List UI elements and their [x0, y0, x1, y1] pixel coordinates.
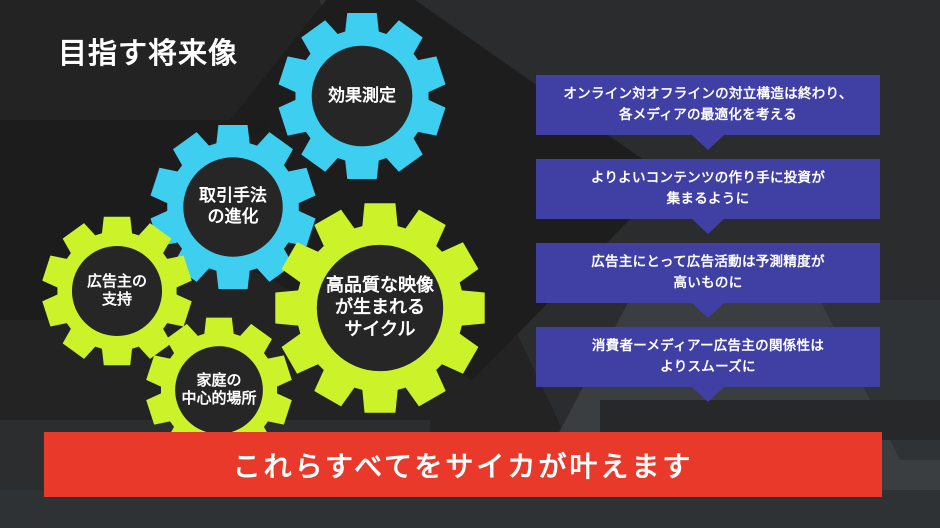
- gear-advertiser-support-shape: [42, 216, 192, 366]
- gear-high-quality-cycle: 高品質な映像 が生まれる サイクル: [272, 200, 488, 416]
- gear-advertiser-support: 広告主の 支持: [40, 214, 194, 368]
- gear-effect-measurement-shape: [278, 13, 446, 179]
- conclusion-banner: これらすべてをサイカが叶えます: [44, 432, 882, 497]
- gear-home-center-shape: [146, 317, 292, 463]
- callout-ad-accuracy-text: 広告主にとって広告活動は予測精度が 高いものに: [591, 254, 825, 290]
- callout-relationship-smooth: 消費者ーメディアー広告主の関係性は よりスムーズに: [536, 327, 880, 402]
- gear-high-quality-cycle-shape: [275, 203, 485, 413]
- callout-online-offline: オンライン対オフラインの対立構造は終わり、 各メディアの最適化を考える: [536, 75, 880, 150]
- callout-online-offline-text: オンライン対オフラインの対立構造は終わり、 各メディアの最適化を考える: [563, 86, 853, 122]
- gear-trading-method-shape: [150, 124, 316, 290]
- gear-trading-method: 取引手法 の進化: [148, 122, 318, 292]
- callout-content-investment: よりよいコンテンツの作り手に投資が 集まるように: [536, 159, 880, 234]
- callout-ad-accuracy: 広告主にとって広告活動は予測精度が 高いものに: [536, 243, 880, 318]
- page-title: 目指す将来像: [58, 38, 239, 70]
- callout-online-offline-arrow-icon: [692, 135, 724, 150]
- callout-relationship-smooth-arrow-icon: [692, 387, 724, 402]
- conclusion-banner-text: これらすべてをサイカが叶えます: [232, 450, 694, 482]
- callout-ad-accuracy-arrow-icon: [692, 303, 724, 318]
- callout-content-investment-arrow-icon: [692, 219, 724, 234]
- callout-content-investment-text: よりよいコンテンツの作り手に投資が 集まるように: [590, 170, 826, 206]
- callout-relationship-smooth-text: 消費者ーメディアー広告主の関係性は よりスムーズに: [591, 338, 825, 374]
